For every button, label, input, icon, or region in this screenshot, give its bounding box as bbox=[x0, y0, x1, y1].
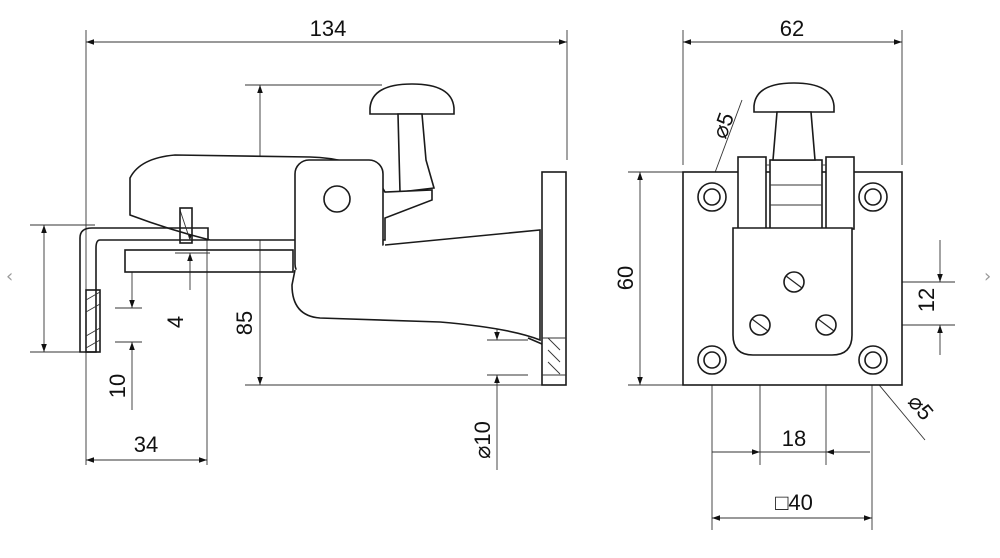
nav-next-arrow[interactable]: › bbox=[984, 266, 991, 287]
dim-plate-gap: 4 bbox=[163, 316, 188, 328]
dim-hole-dia: ⌀10 bbox=[470, 421, 495, 459]
knob-stem-front bbox=[772, 111, 816, 161]
striker-side bbox=[85, 289, 101, 353]
side-view: 134 85 34 4 10 ⌀10 bbox=[30, 16, 568, 470]
knob-handle-front bbox=[753, 82, 835, 113]
dim-spacing-18: 18 bbox=[782, 426, 806, 451]
dim-base-offset: 34 bbox=[134, 432, 158, 457]
hinge-right-front bbox=[825, 156, 855, 230]
base-flange-side bbox=[541, 171, 567, 386]
mounting-holes bbox=[697, 182, 888, 375]
dim-width-62: 62 bbox=[780, 16, 804, 41]
base-arm-side bbox=[291, 229, 541, 342]
dim-height: 85 bbox=[232, 311, 257, 335]
pivot-pin-side bbox=[323, 185, 351, 213]
dim-hole-dim: 10 bbox=[105, 374, 130, 398]
dim-offset-12: 12 bbox=[914, 288, 939, 312]
front-view: 62 60 12 18 □40 ⌀5 ⌀5 bbox=[613, 16, 955, 530]
nav-prev-arrow[interactable]: ‹ bbox=[6, 266, 13, 287]
hook-plate-side bbox=[79, 227, 209, 353]
screws bbox=[749, 271, 837, 336]
knob-handle-side bbox=[369, 83, 455, 115]
dim-height-60: 60 bbox=[613, 266, 638, 290]
dim-hole-top: ⌀5 bbox=[707, 109, 739, 141]
hinge-left-front bbox=[737, 156, 767, 230]
knob-stem-side bbox=[397, 113, 436, 193]
dim-overall-length: 134 bbox=[310, 16, 347, 41]
dim-square-40: □40 bbox=[775, 490, 813, 515]
hinge-center-front bbox=[769, 159, 823, 231]
slide-plate-side bbox=[124, 249, 294, 273]
